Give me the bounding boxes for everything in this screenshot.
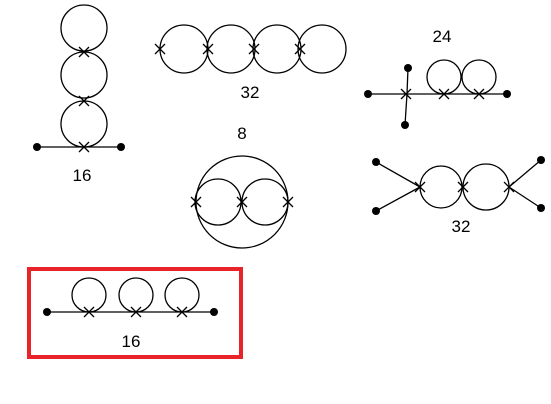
symmetry-factor-label: 8 — [237, 124, 246, 143]
vertex-dot — [537, 204, 545, 212]
loop-circle — [297, 24, 347, 74]
loop-circle — [206, 24, 256, 74]
loop-circle — [71, 277, 107, 313]
loop-circle — [60, 51, 108, 99]
external-line — [375, 161, 421, 188]
loop-circle — [164, 277, 200, 313]
diagram-1: 16 — [33, 4, 125, 185]
cross-marks — [78, 46, 90, 153]
diagram-2: 32 — [154, 24, 347, 102]
vertex-dot — [372, 158, 380, 166]
cross-marks — [154, 43, 306, 55]
loop-circle — [159, 24, 209, 74]
vertex-dot — [364, 90, 372, 98]
symmetry-factor-label: 16 — [122, 332, 141, 351]
cross-marks — [414, 181, 515, 193]
highlight-box — [27, 267, 243, 359]
vertex-dot — [503, 90, 511, 98]
loop-circle — [252, 24, 302, 74]
loop-circle — [194, 178, 242, 226]
vertex-dot — [117, 143, 125, 151]
external-line — [508, 186, 542, 209]
cross-marks — [83, 306, 188, 318]
symmetry-factor-label: 32 — [452, 217, 471, 236]
symmetry-factor-label: 32 — [241, 83, 260, 102]
vertex-dot — [401, 121, 409, 129]
vertex-dot — [210, 308, 218, 316]
loop-circle — [60, 4, 108, 52]
vertex-dot — [404, 64, 412, 72]
diagram-5: 32 — [372, 156, 545, 236]
vertex-dot — [33, 143, 41, 151]
loop-circle — [241, 178, 289, 226]
diagram-3: 24 — [364, 27, 511, 129]
symmetry-factor-label: 16 — [73, 166, 92, 185]
diagram-6: 16 — [27, 267, 243, 359]
vertex-dot — [372, 207, 380, 215]
vertex-dot — [537, 156, 545, 164]
external-line — [404, 93, 408, 126]
loop-circle — [426, 59, 462, 95]
loop-circle — [60, 100, 108, 148]
external-line — [375, 186, 421, 212]
diagram-4: 8 — [190, 124, 294, 249]
vertex-dot — [43, 308, 51, 316]
loop-circle — [461, 59, 497, 95]
cross-marks — [190, 196, 294, 208]
loop-circle — [419, 165, 463, 209]
external-line — [406, 67, 409, 95]
loop-circle — [462, 163, 510, 211]
loop-circle — [118, 277, 154, 313]
symmetry-factor-label: 24 — [433, 27, 452, 46]
cross-marks — [400, 88, 485, 100]
